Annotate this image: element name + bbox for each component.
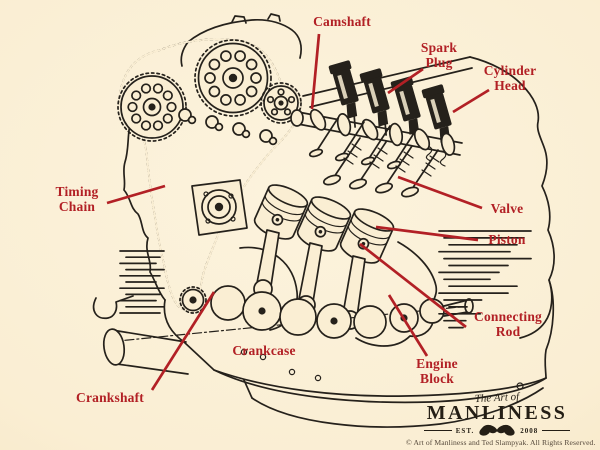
- rule-left: [424, 430, 452, 431]
- logo-est-row: EST. 2008: [424, 424, 570, 437]
- leader-cylinder-head: [452, 88, 490, 114]
- crank-sprocket: [179, 286, 207, 314]
- label-valve: Valve: [490, 201, 524, 216]
- valve-cover-outline: [180, 13, 302, 67]
- hatching-left: [119, 250, 165, 314]
- pistons: [253, 184, 395, 264]
- label-piston: Piston: [488, 232, 526, 247]
- mustache-icon: [479, 424, 515, 436]
- idler-sprocket: [260, 82, 302, 124]
- leader-crankshaft: [150, 291, 216, 391]
- label-crankcase: Crankcase: [232, 343, 296, 358]
- leader-valve: [397, 175, 483, 210]
- copyright-text: © Art of Manliness and Ted Slampyak. All…: [406, 438, 596, 447]
- cylinder-head-outline: [302, 56, 555, 339]
- crankshaft-drawing: [102, 285, 474, 375]
- leader-connecting-rod: [359, 242, 467, 329]
- cam-sprocket-left: [117, 72, 187, 142]
- rule-right: [542, 430, 570, 431]
- leader-camshaft: [310, 33, 321, 110]
- logo-year: 2008: [520, 426, 539, 435]
- cam-sprocket-right: [194, 39, 272, 117]
- valves: [308, 117, 440, 198]
- logo-wordmark: MANLINESS: [426, 402, 568, 424]
- leader-spark-plug: [387, 67, 424, 95]
- leader-piston: [375, 225, 479, 242]
- leader-timing-chain: [106, 184, 166, 205]
- water-pump: [191, 179, 298, 331]
- crankcase-outline: [163, 279, 555, 428]
- label-camshaft: Camshaft: [313, 14, 371, 29]
- engine-block-left-edge: [92, 114, 166, 320]
- leader-engine-block: [387, 294, 429, 357]
- logo-est: EST.: [455, 426, 475, 435]
- camshaft-drawing: [290, 108, 463, 156]
- hatching-right: [438, 230, 532, 329]
- art-of-manliness-logo: The Art of MANLINESS EST. 2008 © Art of …: [406, 391, 596, 447]
- cam-followers: [178, 108, 278, 146]
- label-crankshaft: Crankshaft: [75, 390, 145, 405]
